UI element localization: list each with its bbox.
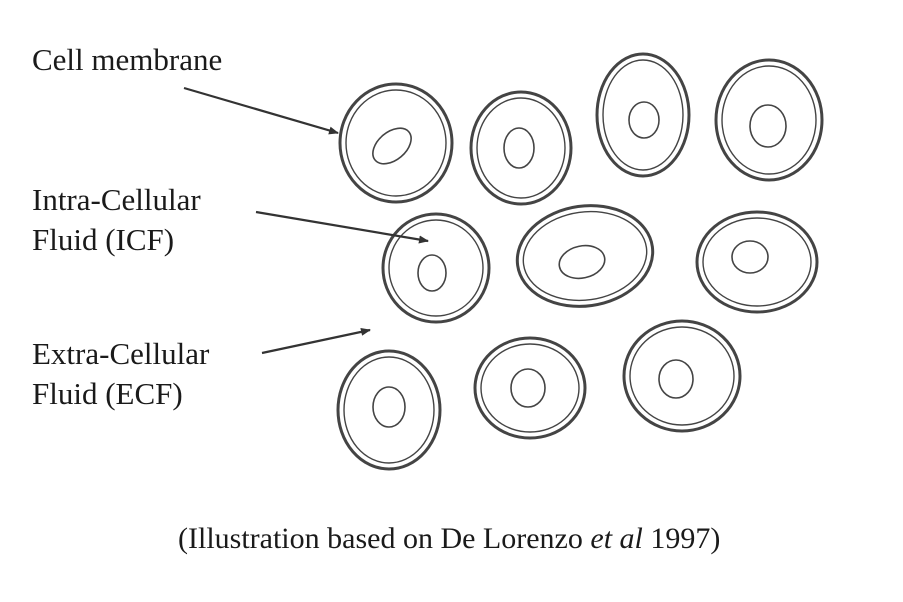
cell-9 [473,336,587,440]
ecf-label-line2: Fluid (ECF) [32,376,183,411]
cell-membrane-label: Cell membrane [32,40,222,80]
arrow-ecf [261,327,371,355]
cell-7 [695,210,819,314]
cell-3 [595,52,691,178]
nucleus [749,104,787,148]
caption-italic: et al [590,522,643,555]
cell-2 [469,90,573,206]
nucleus [628,101,660,139]
cell-1 [338,82,454,204]
nucleus [558,244,606,280]
icf-label: Intra-Cellular Fluid (ICF) [32,180,201,260]
cell-membrane-text: Cell membrane [32,42,223,77]
caption-close: 1997) [642,522,721,555]
cell-8 [336,349,442,471]
nucleus [658,359,694,399]
cell-6 [515,204,655,308]
nucleus [731,240,769,274]
figure-caption: (Illustration based on De Lorenzo et al … [178,522,720,556]
nucleus [372,386,406,428]
cell-10 [622,319,742,433]
ecf-label: Extra-Cellular Fluid (ECF) [32,334,209,414]
icf-label-line1: Intra-Cellular [32,182,201,217]
cell-4 [714,58,824,182]
nucleus [503,127,535,169]
arrow-icf [255,210,429,244]
nucleus [417,254,447,292]
nucleus [510,368,546,408]
caption-open: (Illustration based on De Lorenzo [178,522,591,555]
ecf-label-line1: Extra-Cellular [32,336,210,371]
icf-label-line2: Fluid (ICF) [32,222,175,257]
arrow-cell-membrane [183,86,339,135]
cell-5 [381,212,491,324]
nucleus [372,127,412,165]
